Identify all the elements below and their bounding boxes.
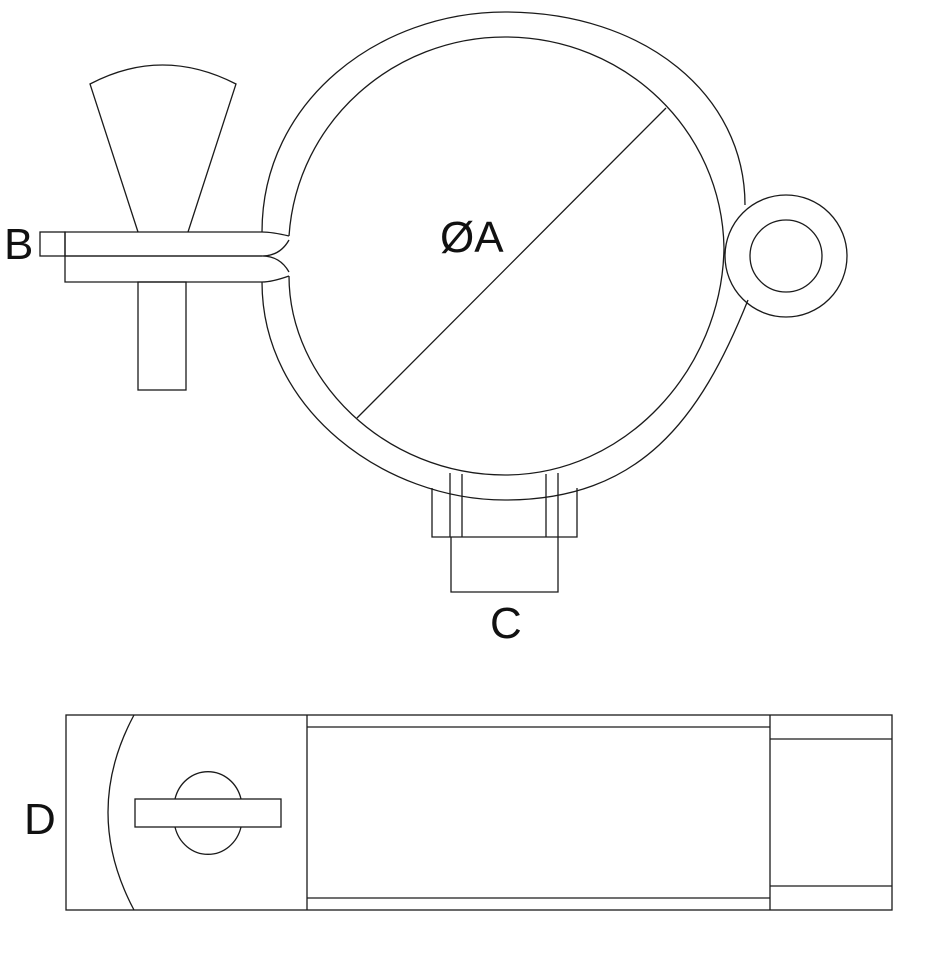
bolt-label: B: [4, 220, 33, 269]
bolt-dimension-box: [39, 231, 66, 257]
thread-label: C: [490, 599, 522, 648]
bolt-shank: [137, 281, 187, 391]
side-wing-nut-hub: [174, 771, 242, 855]
side-view-curve: [107, 714, 135, 911]
diameter-label: ØA: [440, 213, 504, 262]
wing-nut-wings: [89, 64, 237, 233]
width-label: D: [24, 795, 56, 844]
flange-fillet-inner: [261, 239, 290, 273]
side-view-outline: [65, 714, 893, 911]
flange-fillet-top: [261, 231, 290, 237]
eye-ring-inner: [749, 219, 823, 293]
clamp-side-view: D: [24, 714, 893, 911]
eye-ring-outer: [724, 194, 848, 318]
flange-lower-plate: [64, 255, 262, 283]
flange-fillet-bottom: [261, 275, 290, 283]
clamp-ring-inner: [288, 36, 725, 476]
clamp-ring-outer: [261, 11, 749, 501]
flange-upper-plate: [64, 231, 262, 257]
clamp-front-view: ØA B C: [4, 11, 848, 648]
diameter-line: [356, 107, 667, 419]
side-wing-nut-bar: [134, 798, 282, 828]
thread-dimension-bracket: [450, 537, 559, 593]
threaded-nut: [431, 473, 578, 538]
